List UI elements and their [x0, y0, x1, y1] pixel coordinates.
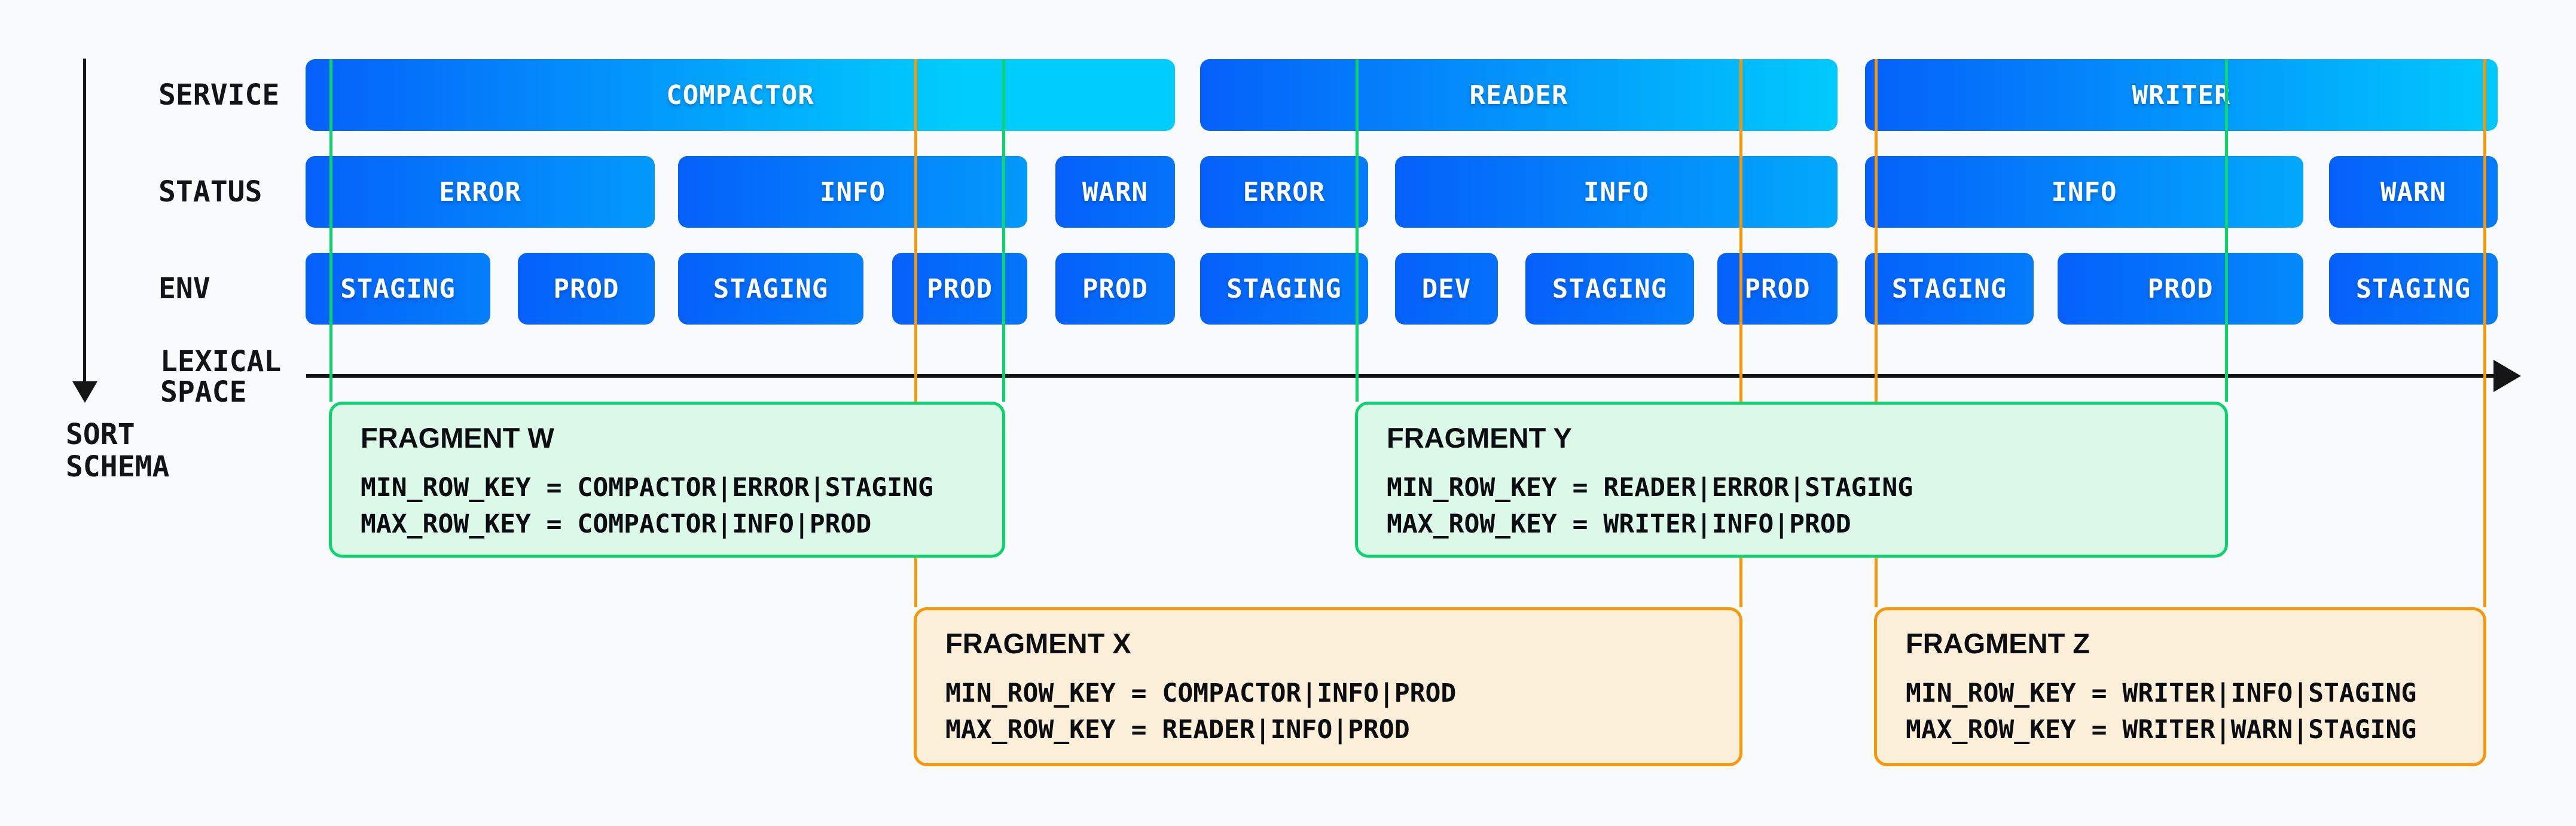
fragment-w-max-row-key: MAX_ROW_KEY = COMPACTOR|INFO|PROD [361, 509, 872, 539]
fragment-y-max-row-key: MAX_ROW_KEY = WRITER|INFO|PROD [1387, 509, 1851, 539]
lexical-space-axis [306, 374, 2499, 378]
segment-env-prod: PROD [518, 253, 655, 325]
segment-env-dev: DEV [1395, 253, 1498, 325]
segment-env-staging: STAGING [2329, 253, 2498, 325]
fragment-w-title: FRAGMENT W [361, 422, 554, 454]
segment-status-warn: WARN [1055, 156, 1175, 228]
segment-env-staging: STAGING [1865, 253, 2034, 325]
segment-label: WARN [1082, 176, 1148, 207]
fragment-y-start-boundary-line [1356, 59, 1359, 402]
segment-service-reader: READER [1200, 59, 1838, 131]
segment-label: PROD [553, 273, 619, 304]
segment-label: COMPACTOR [666, 79, 814, 111]
sort-schema-arrow-shaft [83, 59, 86, 384]
row-label-status: STATUS [158, 175, 263, 209]
segment-label: STAGING [2355, 273, 2471, 304]
segment-label: WRITER [2132, 79, 2231, 111]
segment-label: STAGING [1552, 273, 1668, 304]
fragment-w-end-boundary-line [1002, 59, 1005, 402]
fragment-y-title: FRAGMENT Y [1387, 422, 1572, 454]
segment-status-info: INFO [1395, 156, 1838, 228]
fragment-w-start-boundary-line [329, 59, 332, 402]
sort-schema-label-line1: SORT [66, 418, 135, 451]
segment-label: INFO [1583, 176, 1649, 207]
fragment-y-end-boundary-line [2225, 59, 2228, 402]
fragment-w-min-row-key: MIN_ROW_KEY = COMPACTOR|ERROR|STAGING [361, 473, 933, 503]
fragment-y-box: FRAGMENT Y MIN_ROW_KEY = READER|ERROR|STA… [1355, 402, 2228, 558]
segment-env-prod: PROD [2058, 253, 2303, 325]
fragment-x-min-row-key: MIN_ROW_KEY = COMPACTOR|INFO|PROD [945, 678, 1457, 708]
row-label-service: SERVICE [158, 78, 280, 112]
segment-service-compactor: COMPACTOR [306, 59, 1175, 131]
segment-label: INFO [2051, 176, 2117, 207]
segment-label: PROD [2147, 273, 2214, 304]
segment-env-staging: STAGING [306, 253, 490, 325]
segment-status-error: ERROR [306, 156, 655, 228]
segment-label: PROD [1744, 273, 1811, 304]
segment-label: WARN [2380, 176, 2446, 207]
axis-arrowhead-icon [2493, 360, 2521, 392]
segment-label: DEV [1421, 273, 1472, 304]
segment-env-prod: PROD [1717, 253, 1838, 325]
segment-env-prod: PROD [1055, 253, 1175, 325]
segment-label: PROD [1082, 273, 1148, 304]
fragment-z-max-row-key: MAX_ROW_KEY = WRITER|WARN|STAGING [1906, 715, 2417, 745]
fragment-z-title: FRAGMENT Z [1906, 628, 2090, 659]
fragment-z-box: FRAGMENT Z MIN_ROW_KEY = WRITER|INFO|STAG… [1874, 607, 2486, 766]
lexical-space-label-line2: SPACE [160, 375, 247, 409]
segment-label: ERROR [1243, 176, 1326, 207]
fragment-z-end-boundary-line [2483, 59, 2486, 607]
fragment-z-start-boundary-line [1875, 59, 1878, 607]
row-label-env: ENV [158, 272, 210, 305]
fragment-y-min-row-key: MIN_ROW_KEY = READER|ERROR|STAGING [1387, 473, 1913, 503]
segment-label: STAGING [340, 273, 456, 304]
fragment-x-max-row-key: MAX_ROW_KEY = READER|INFO|PROD [945, 715, 1410, 745]
segment-label: ERROR [439, 176, 521, 207]
segment-service-writer: WRITER [1865, 59, 2498, 131]
fragment-x-box: FRAGMENT X MIN_ROW_KEY = COMPACTOR|INFO|P… [914, 607, 1742, 766]
fragment-x-title: FRAGMENT X [945, 628, 1131, 659]
lexical-space-label-line1: LEXICAL [160, 345, 282, 378]
segment-label: STAGING [1226, 273, 1342, 304]
segment-status-info: INFO [678, 156, 1027, 228]
segment-env-staging: STAGING [1200, 253, 1368, 325]
segment-env-prod: PROD [892, 253, 1027, 325]
sort-schema-arrow-head-icon [72, 381, 97, 403]
fragment-w-box: FRAGMENT W MIN_ROW_KEY = COMPACTOR|ERROR|… [329, 402, 1005, 558]
segment-label: INFO [820, 176, 886, 207]
segment-label: PROD [927, 273, 993, 304]
segment-status-error: ERROR [1200, 156, 1368, 228]
segment-env-staging: STAGING [1525, 253, 1694, 325]
segment-env-staging: STAGING [678, 253, 863, 325]
segment-label: STAGING [713, 273, 829, 304]
fragment-z-min-row-key: MIN_ROW_KEY = WRITER|INFO|STAGING [1906, 678, 2417, 708]
sort-schema-label-line2: SCHEMA [66, 450, 170, 484]
segment-label: READER [1469, 79, 1568, 111]
segment-status-info: INFO [1865, 156, 2303, 228]
segment-label: STAGING [1891, 273, 2007, 304]
segment-status-warn: WARN [2329, 156, 2498, 228]
fragment-x-end-boundary-line [1739, 59, 1742, 607]
fragment-x-start-boundary-line [914, 59, 917, 607]
